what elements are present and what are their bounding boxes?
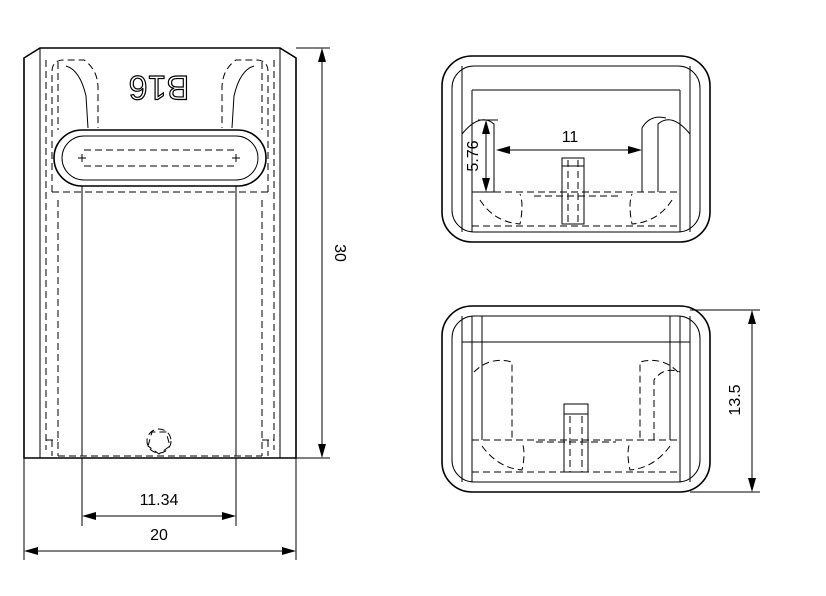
part-marking: B16 [129, 68, 190, 106]
front-view-outline [23, 47, 297, 459]
dimension-inner-width: 11 [496, 129, 642, 154]
dimension-label-inner-height: 5.76 [465, 140, 482, 171]
end-view-top [441, 55, 711, 243]
dimension-hole-spacing: 11.34 [81, 458, 237, 526]
dimension-side-height: 13.5 [690, 309, 760, 493]
mounting-slot [61, 135, 259, 181]
mounting-slot-plate [53, 129, 267, 187]
dimension-label-side-height: 13.5 [727, 384, 744, 415]
dimension-inner-height: 5.76 [465, 119, 498, 193]
end-view-bottom [441, 305, 711, 493]
front-view: B16 [23, 47, 297, 459]
dimension-overall-height: 30 [296, 47, 348, 459]
end-view-bottom-outline [441, 305, 711, 493]
dimension-label-inner-width: 11 [562, 129, 579, 146]
dimension-label-hole-spacing: 11.34 [140, 492, 179, 509]
dimension-label-overall-height: 30 [331, 244, 348, 262]
end-view-top-outline [441, 55, 711, 243]
dimension-overall-width: 20 [23, 458, 297, 560]
dimension-label-overall-width: 20 [150, 527, 168, 544]
